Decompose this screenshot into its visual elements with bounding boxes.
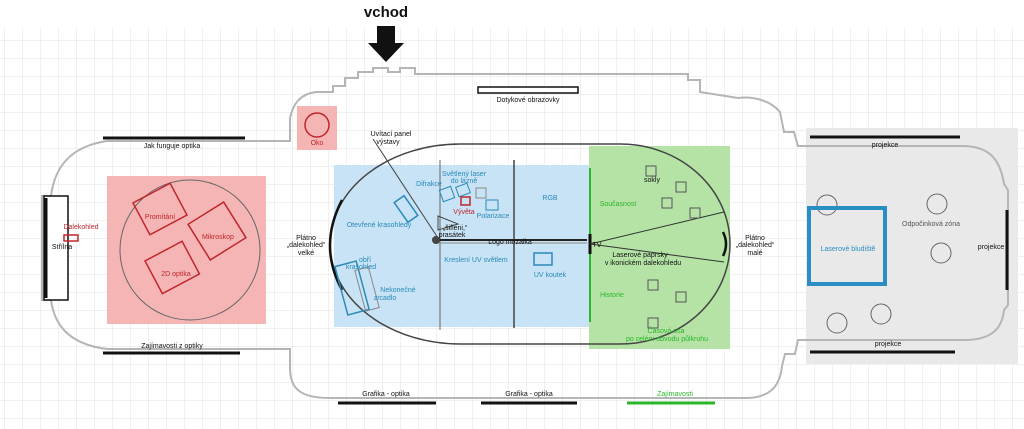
label-small-screen-3: malé [747, 250, 762, 257]
label-touch-screens: Dotykové obrazovky [496, 97, 560, 104]
label-eye: Oko [311, 140, 324, 147]
label-laser-maze: Laserové bludiště [821, 246, 876, 253]
label-big-screen-1: Plátno [296, 235, 316, 242]
label-optics-curiosities: Zajímavosti z optiky [141, 343, 203, 350]
polarization-box [485, 199, 499, 211]
seat-circle [926, 193, 948, 215]
building-outline [41, 67, 1009, 399]
socket [647, 279, 659, 291]
laser-box-2 [455, 182, 471, 198]
label-2d-optics: 2D optika [161, 271, 191, 278]
label-timeline-2: po celém obvodu půlkruhu [626, 335, 708, 343]
label-timeline-1: Časová osa [648, 326, 685, 335]
open-kaleidoscopes-box [393, 194, 419, 224]
laser-beam-top [589, 211, 725, 245]
seat-circle [930, 242, 952, 264]
label-big-screen-3: velké [298, 250, 314, 257]
socket [675, 181, 687, 193]
projection-box [131, 182, 189, 236]
entrance-arrow-icon [368, 26, 404, 62]
label-giant-2: krasohled [346, 264, 376, 271]
laser-source-dot [432, 236, 440, 244]
label-projection-top: projekce [872, 142, 899, 149]
socket [661, 197, 673, 209]
optics-2d-box [143, 240, 201, 295]
blue-zone-area [334, 165, 589, 327]
label-uv-corner: UV koutek [534, 272, 567, 279]
label-graphics-2: Grafika - optika [505, 391, 553, 398]
vacuum-box [460, 196, 471, 206]
label-small-screen-1: Plátno [745, 235, 765, 242]
eye-circle [304, 112, 330, 138]
small-screen-telescope [721, 231, 728, 257]
label-laser-beams-1: Laserové paprsky [612, 252, 668, 259]
laser-maze-box [807, 206, 887, 286]
label-big-screen-2: „dalekohled“ [287, 242, 326, 249]
label-projection-bottom: projekce [875, 341, 902, 348]
label-microscope: Mikroskop [202, 234, 234, 241]
label-rest-zone: Odpočinková zóna [902, 221, 960, 228]
rest-zone-area [806, 128, 1018, 364]
label-logo-mosaic: Logo mozaika [488, 239, 532, 246]
label-infinite-1: Nekonečné [380, 287, 416, 294]
label-welcome-1: Uvítací panel [371, 131, 412, 138]
label-open-kaleidoscopes: Otevřené krasohledy [347, 222, 412, 229]
label-curiosities: Zajímavosti [657, 391, 693, 398]
seat-circle [826, 312, 848, 334]
label-projection: Promítání [145, 214, 175, 221]
label-giant-1: obří [359, 257, 371, 264]
label-laser-1: Světlený laser [442, 171, 487, 178]
small-triangle-shape [437, 215, 460, 231]
label-mirror-1: „šifleni,“ [443, 225, 468, 232]
socket [645, 165, 657, 177]
red-zone-circle [119, 179, 261, 321]
seat-circle [816, 194, 838, 216]
telescope-marker [63, 234, 79, 242]
socket [689, 207, 701, 219]
label-small-screen-2: „dalekohled“ [736, 242, 775, 249]
label-laser-2: do lázně [451, 178, 478, 185]
touch-screens-panel [477, 86, 579, 94]
label-loophole: Střílna [52, 244, 72, 251]
label-graphics-1: Grafika - optika [362, 391, 410, 398]
label-diffraction: Difrakce [416, 181, 442, 188]
socket [675, 291, 687, 303]
laser-box-3 [475, 187, 487, 199]
label-welcome-2: výstavy [376, 139, 400, 146]
label-mirror-2: prasátek [439, 232, 466, 239]
label-polarization: Polarizace [477, 213, 510, 220]
label-laser-beams-2: v ikonickém dalekohledu [605, 260, 681, 267]
label-infinite-2: zrcadlo [374, 295, 397, 302]
socket [647, 317, 659, 329]
label-telescope: Dalekohled [63, 224, 98, 231]
label-vacuum: Vývěta [453, 209, 475, 216]
label-rgb: RGB [542, 195, 558, 202]
label-projection-right: projekce [978, 244, 1005, 251]
giant-kaleidoscope-inner [354, 266, 380, 312]
label-tv: TV [593, 242, 602, 249]
label-how-optics-works: Jak funguje optika [144, 143, 201, 150]
central-oval [329, 143, 731, 345]
label-present: Současnost [600, 201, 637, 208]
label-uv-drawing: Kreslení UV světlem [444, 257, 508, 264]
loophole-box [43, 195, 69, 301]
uv-corner-box [533, 252, 553, 266]
seat-circle [870, 303, 892, 325]
laser-beam-bottom [589, 243, 725, 263]
welcome-panel-line [372, 138, 439, 239]
big-screen-telescope [328, 199, 344, 291]
label-sockets: sokly [644, 177, 660, 184]
giant-kaleidoscope-box [333, 260, 371, 316]
entrance-label: vchod [363, 4, 409, 21]
label-history: Historie [600, 292, 624, 299]
microscope-box [187, 201, 247, 261]
laser-box-1 [438, 185, 456, 203]
